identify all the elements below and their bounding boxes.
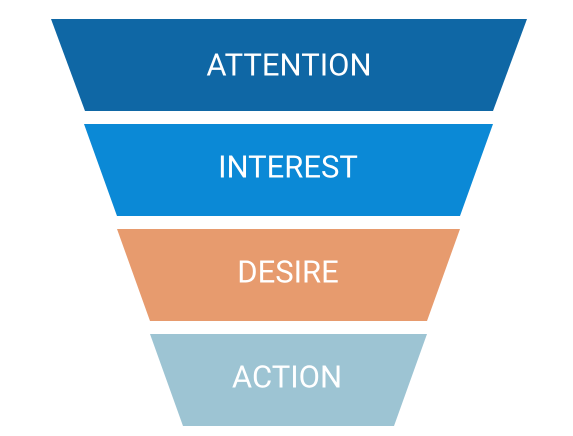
funnel-stage-interest: INTEREST [84,124,493,216]
funnel-stage-attention-shape [51,19,527,111]
funnel-stage-desire-shape [117,229,460,321]
funnel-stage-action-label: ACTION [232,359,342,396]
funnel-stage-interest-shape [84,124,493,216]
funnel-stage-attention-label: ATTENTION [206,47,371,84]
funnel-stage-desire: DESIRE [117,229,460,321]
funnel-stage-interest-label: INTEREST [218,149,358,186]
funnel-stage-desire-label: DESIRE [237,254,339,291]
funnel-stage-action: ACTION [150,334,427,426]
funnel-stage-attention: ATTENTION [51,19,527,111]
funnel-stage-action-shape [150,334,427,426]
